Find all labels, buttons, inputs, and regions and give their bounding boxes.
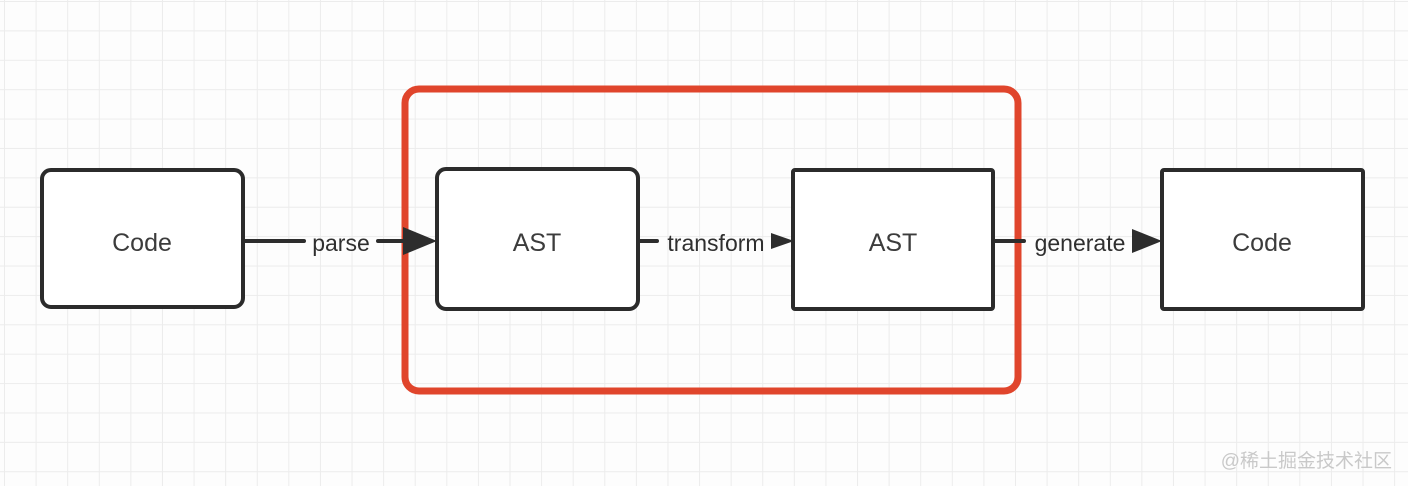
edge-generate-arrowhead-icon — [1132, 229, 1162, 253]
edge-transform-arrowhead-icon — [771, 233, 794, 249]
node-code-source: Code — [40, 168, 245, 309]
node-code-output: Code — [1160, 168, 1365, 311]
edge-transform-label: transform — [667, 230, 764, 256]
edge-generate-label: generate — [1035, 230, 1126, 256]
edge-parse: parse — [241, 227, 437, 256]
node-code-source-label: Code — [112, 229, 172, 257]
edge-parse-label: parse — [312, 230, 370, 256]
node-ast-1: AST — [435, 167, 640, 311]
node-code-source-box — [40, 168, 245, 309]
node-code-output-label: Code — [1232, 229, 1292, 257]
node-ast-2-label: AST — [869, 229, 918, 257]
watermark-text: @稀土掘金技术社区 — [1221, 450, 1392, 472]
node-ast-2: AST — [791, 168, 995, 311]
node-ast-1-box — [435, 167, 640, 311]
edge-transform: transform — [636, 230, 794, 256]
node-ast-2-box — [791, 168, 995, 311]
edge-generate: generate — [991, 229, 1162, 256]
node-code-output-box — [1160, 168, 1365, 311]
node-ast-1-label: AST — [513, 229, 562, 257]
edge-parse-arrowhead-icon — [403, 227, 437, 255]
